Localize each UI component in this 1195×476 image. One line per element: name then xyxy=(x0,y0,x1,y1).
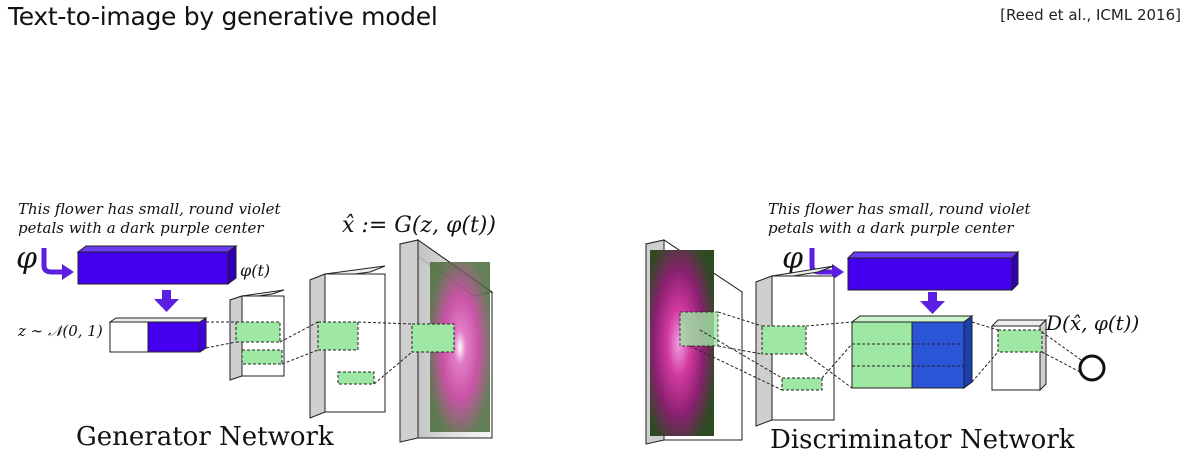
generator-feature-patch-2a xyxy=(317,321,359,351)
discriminator-concat-volume xyxy=(850,315,974,389)
discriminator-phi-symbol: φ xyxy=(782,241,803,276)
discriminator-output-node xyxy=(1078,354,1106,382)
discriminator-caption-line2: petals with a dark purple center xyxy=(768,219,1014,237)
generator-down-arrow xyxy=(154,290,179,312)
generator-phi-symbol: φ xyxy=(16,241,37,276)
generator-feature-patch-1a xyxy=(235,321,281,343)
discriminator-down-arrow xyxy=(920,292,945,314)
generator-caption-line2: petals with a dark purple center xyxy=(18,219,264,237)
slide-title: Text-to-image by generative model xyxy=(8,2,438,31)
discriminator-output-label: D(x̂, φ(t)) xyxy=(1045,311,1139,335)
discriminator-network-label: Discriminator Network xyxy=(770,425,1075,455)
discriminator-network: This flower has small, round violet peta… xyxy=(644,200,1139,455)
generator-output-volume xyxy=(398,239,494,443)
generator-connections-3 xyxy=(357,321,413,385)
generator-phi-arrowhead xyxy=(62,264,74,280)
generator-output-label: x̂ := G(z, φ(t)) xyxy=(342,213,496,238)
discriminator-feature-patch-0 xyxy=(679,311,719,347)
generator-feature-patch-3 xyxy=(411,323,455,353)
discriminator-connections-3 xyxy=(971,321,1085,383)
discriminator-feature-patch-2 xyxy=(997,329,1043,353)
generator-network: This flower has small, round violet peta… xyxy=(16,200,496,452)
citation: [Reed et al., ICML 2016] xyxy=(1000,6,1181,24)
generator-embedding-bar xyxy=(76,245,238,285)
discriminator-embedding-bar xyxy=(846,250,1020,292)
discriminator-phi-arrowhead xyxy=(832,264,844,280)
generator-embedding-label: φ(t) xyxy=(240,261,270,280)
discriminator-feature-patch-1a xyxy=(761,325,807,355)
discriminator-connections-2 xyxy=(805,321,853,389)
generator-network-label: Generator Network xyxy=(76,422,334,452)
generator-caption-line1: This flower has small, round violet xyxy=(18,200,282,218)
generator-noise-label: z ∼ 𝒩(0, 1) xyxy=(17,322,103,340)
discriminator-caption-line1: This flower has small, round violet xyxy=(768,200,1032,218)
generator-feature-patch-2b xyxy=(337,371,375,385)
discriminator-feature-patch-1b xyxy=(781,377,823,391)
generator-connections-2 xyxy=(279,321,319,365)
generator-phi-arrow xyxy=(41,248,64,275)
generator-connections-1 xyxy=(205,321,237,349)
discriminator-connections-1 xyxy=(689,311,783,391)
generator-concat-bar xyxy=(108,317,208,353)
generator-feature-patch-1b xyxy=(241,349,283,365)
